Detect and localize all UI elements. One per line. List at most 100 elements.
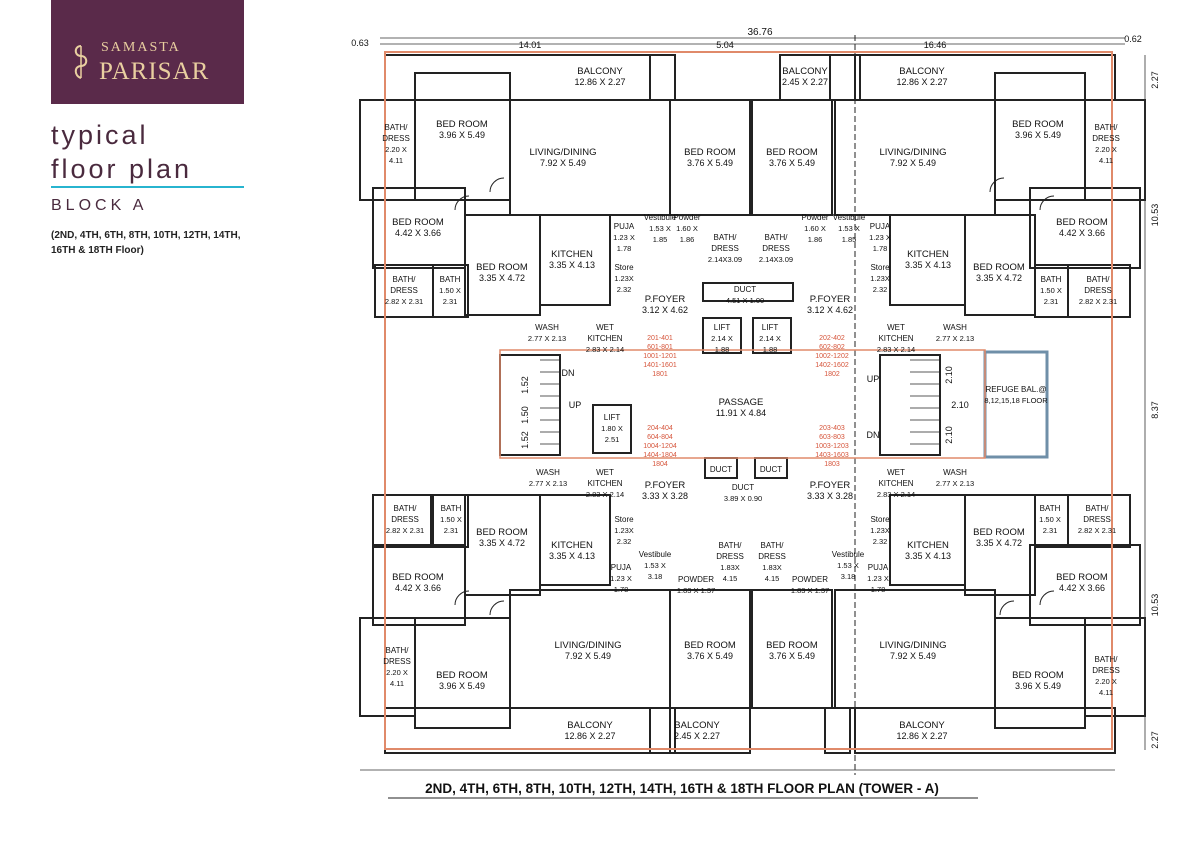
room-size: 4.11 (1099, 688, 1113, 697)
room-name: BALCONY (899, 66, 945, 77)
room-name: BED ROOM (476, 262, 528, 273)
room-size: 4.15 (723, 574, 738, 583)
duct-label: DUCT (710, 465, 732, 474)
passage-outline (499, 349, 986, 459)
room-name: BATH (1041, 275, 1062, 284)
dim-stair-right: 2.10 (951, 400, 969, 410)
balcony-shaft (649, 54, 676, 101)
stair-direction-label: UP (569, 400, 582, 410)
room-name: DRESS (711, 244, 739, 253)
floors-note-line2: 16TH & 18TH Floor) (51, 245, 144, 256)
room-size: 2.14X3.09 (708, 255, 742, 264)
room-size: 3.35 X 4.13 (905, 260, 951, 270)
room-size: 3.12 X 4.62 (642, 305, 688, 315)
room-name: DRESS (1092, 666, 1120, 675)
room-name: DRESS (762, 244, 790, 253)
room-size: 1.50 X (1039, 515, 1061, 524)
room-size: 1.23X (870, 274, 890, 283)
dim-seg-right: 16.46 (924, 40, 947, 50)
room-size: 4.42 X 3.66 (1059, 583, 1105, 593)
brand-monogram-icon (74, 45, 88, 79)
room-name: BATH/ (1087, 275, 1111, 284)
room-size: 12.86 X 2.27 (564, 731, 615, 741)
wall-outline (889, 214, 966, 306)
door-swing (1039, 195, 1055, 211)
brand-line1: SAMASTA (101, 40, 181, 55)
wall-outline (432, 494, 469, 548)
room-name: BED ROOM (684, 147, 736, 158)
room-size: 1.50 X (440, 515, 462, 524)
room-size: 3.76 X 5.49 (769, 158, 815, 168)
room-name: KITCHEN (907, 249, 949, 260)
room-size: 1.83X (762, 563, 782, 572)
room-size: 2.83 X 2.14 (877, 490, 915, 499)
flat-number: 201-401 (647, 335, 673, 342)
lift-shaft (592, 404, 632, 454)
room-name: BATH/ (386, 646, 410, 655)
room-size: 12.86 X 2.27 (896, 731, 947, 741)
room-size: 3.35 X 4.13 (549, 551, 595, 561)
room-name: BED ROOM (436, 119, 488, 130)
room-size: 1.50 X (439, 286, 461, 295)
room-size: 3.35 X 4.13 (905, 551, 951, 561)
room-size: 8,12,15,18 FLOOR (984, 396, 1048, 405)
room-size: 1.78 (871, 585, 886, 594)
room-size: 3.96 X 5.49 (1015, 130, 1061, 140)
room-size: 1.53 X (837, 561, 859, 570)
flat-number: 204-404 (647, 425, 673, 432)
wall-outline (372, 544, 466, 626)
room-size: 4.51 X 1.00 (726, 296, 764, 305)
room-name: Vestibule (639, 550, 672, 559)
room-name: Store (614, 515, 634, 524)
room-size: 4.15 (765, 574, 780, 583)
flat-number: 1401-1601 (643, 362, 677, 369)
room-size: 2.83 X 2.14 (877, 345, 915, 354)
room-size: 1.83 X 1.37 (677, 586, 715, 595)
room-size: 7.92 X 5.49 (540, 158, 586, 168)
flat-number: 1804 (652, 461, 668, 468)
room-name: LIVING/DINING (529, 147, 596, 158)
room-name: PASSAGE (719, 397, 764, 408)
room-name: KITCHEN (551, 540, 593, 551)
dim-top-right: 0.62 (1124, 34, 1142, 44)
room-name: BATH/ (765, 233, 789, 242)
flat-number: 602-802 (819, 344, 845, 351)
room-size: 2.14 X (711, 334, 733, 343)
room-size: 2.14 X (759, 334, 781, 343)
room-name: BED ROOM (766, 640, 818, 651)
dim-v-top: 2.27 (1150, 71, 1160, 89)
room-name: BATH/ (719, 541, 743, 550)
room-name: Powder (673, 213, 700, 222)
room-size: 3.76 X 5.49 (687, 651, 733, 661)
door-swing (489, 177, 505, 193)
room-name: DRESS (382, 134, 410, 143)
room-name: BED ROOM (476, 527, 528, 538)
dim-v-mid: 8.37 (1150, 401, 1160, 419)
wall-outline (1029, 187, 1141, 269)
room-size: 4.11 (389, 156, 403, 165)
wall-outline (372, 494, 432, 548)
room-size: 1.23X (614, 274, 634, 283)
wall-outline (432, 264, 469, 318)
dim-stair-left: 1.52 (520, 431, 530, 449)
door-swing (989, 177, 1005, 193)
room-name: PUJA (614, 222, 635, 231)
room-size: 2.82 X 2.31 (1079, 297, 1117, 306)
room-name: BATH (441, 504, 462, 513)
room-size: 12.86 X 2.27 (574, 77, 625, 87)
room-size: 4.42 X 3.66 (395, 228, 441, 238)
room-name: DRESS (391, 515, 419, 524)
room-name: WASH (943, 468, 967, 477)
page-title-line1: typical (51, 120, 149, 150)
room-size: 3.35 X 4.72 (976, 538, 1022, 548)
dim-stair-right: 2.10 (944, 366, 954, 384)
room-size: 3.96 X 5.49 (1015, 681, 1061, 691)
flat-number: 1001-1201 (643, 353, 677, 360)
room-size: 2.82 X 2.31 (1078, 526, 1116, 535)
room-size: 3.33 X 3.28 (642, 491, 688, 501)
room-size: 2.45 X 2.27 (782, 77, 828, 87)
room-name: BATH/ (714, 233, 738, 242)
wall-outline (1067, 264, 1131, 318)
room-size: 4.42 X 3.66 (395, 583, 441, 593)
door-swing (999, 600, 1015, 616)
